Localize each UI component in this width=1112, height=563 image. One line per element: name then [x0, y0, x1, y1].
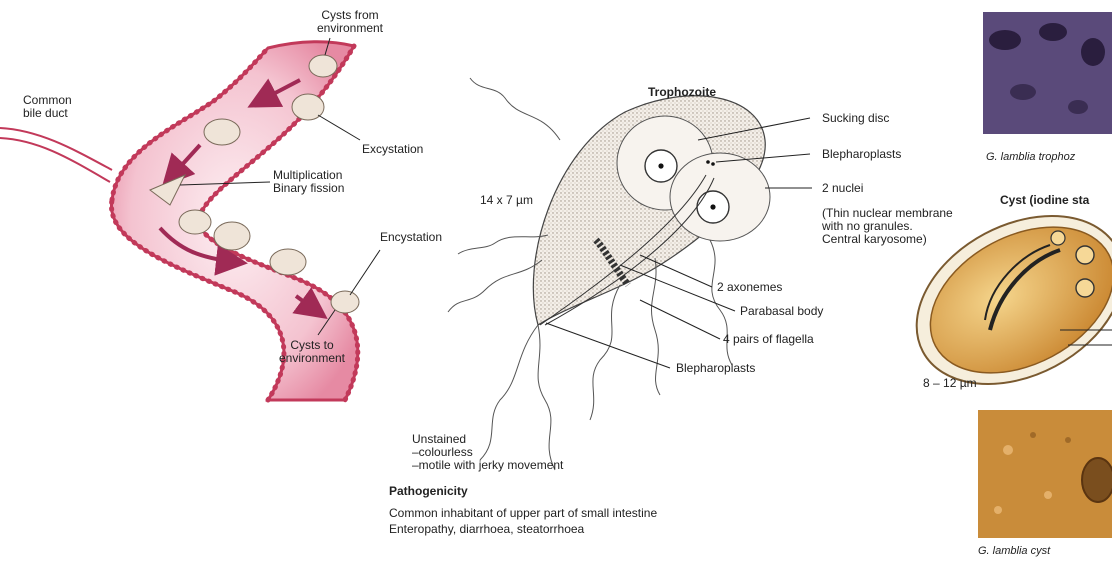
bile-duct-line-2: bile duct [23, 107, 72, 120]
axonemes-label: 2 axonemes [717, 281, 782, 294]
sucking-disc-label: Sucking disc [822, 112, 889, 125]
nuclei-label: 2 nuclei [822, 182, 863, 195]
cysts-to-env-line-2: environment [262, 352, 362, 365]
multiplication-label: Multiplication Binary fission [273, 169, 344, 195]
trophozoite-drawing [448, 78, 770, 470]
flagella-label: 4 pairs of flagella [723, 333, 814, 346]
parabasal-label: Parabasal body [740, 305, 823, 318]
multiplication-line-2: Binary fission [273, 182, 344, 195]
size-label: 14 x 7 µm [480, 194, 533, 207]
nuclear-note: (Thin nuclear membrane with no granules.… [822, 207, 953, 246]
blepharoplasts-top-label: Blepharoplasts [822, 148, 901, 161]
trophozoite-title: Trophozoite [648, 86, 716, 99]
pathogenicity-heading: Pathogenicity [389, 485, 468, 498]
unstained-note: Unstained –colourless –motile with jerky… [412, 433, 563, 472]
cyst-size-label: 8 – 12 µm [923, 377, 977, 390]
cysts-from-env-line-2: environment [300, 22, 400, 35]
cyst-micrograph [978, 410, 1112, 538]
cyst-photo-caption: G. lamblia cyst [978, 545, 1050, 558]
excystation-label: Excystation [362, 143, 423, 156]
cysts-from-env-label: Cysts from environment [300, 9, 400, 35]
blepharoplasts-bottom-label: Blepharoplasts [676, 362, 755, 375]
cysts-to-env-label: Cysts to environment [262, 339, 362, 365]
trophozoite-micrograph [983, 12, 1112, 134]
pathogenicity-line-1: Common inhabitant of upper part of small… [389, 505, 657, 521]
encystation-label: Encystation [380, 231, 442, 244]
trophozoite-photo-caption: G. lamblia trophoz [986, 151, 1075, 164]
pathogenicity-line-2: Enteropathy, diarrhoea, steatorrhoea [389, 521, 657, 537]
unstained-line-3: –motile with jerky movement [412, 459, 563, 472]
pathogenicity-text: Common inhabitant of upper part of small… [389, 505, 657, 537]
bile-duct [0, 128, 112, 170]
cyst-title: Cyst (iodine sta [1000, 194, 1089, 207]
nuclear-note-line-3: Central karyosome) [822, 233, 953, 246]
common-bile-duct-label: Common bile duct [23, 94, 72, 120]
